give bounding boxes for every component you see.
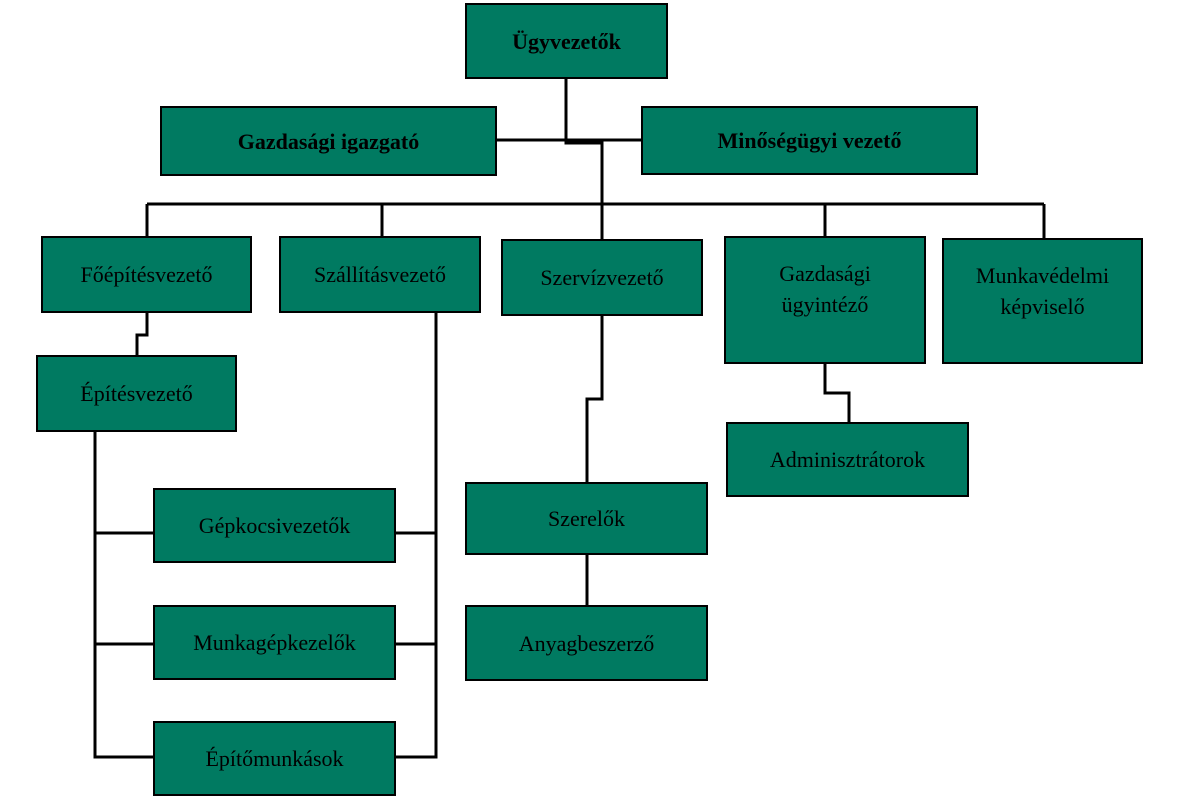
- node-szervizvezeto: Szervízvezető: [501, 239, 703, 316]
- node-foepitesvezeto: Főépítésvezető: [41, 236, 252, 313]
- node-szallitasvezeto: Szállításvezető: [279, 236, 481, 313]
- connector-epitesvezeto-bracket: [93, 431, 154, 759]
- connector-to-szerelok: [585, 315, 604, 483]
- node-adminisztratorok: Adminisztrátorok: [726, 422, 969, 497]
- connector-to-adminisztratorok: [823, 363, 851, 423]
- node-gepkocsivezetok: Gépkocsivezetők: [153, 488, 396, 563]
- node-munkavedelmi-kepviselo: Munkavédelmi képviselő: [942, 238, 1143, 364]
- connector-ceo-down: [564, 78, 604, 204]
- node-munkagepkezelok: Munkagépkezelők: [153, 605, 396, 680]
- connector-szallitasvezeto-bracket: [395, 312, 438, 759]
- node-ugyvezetok: Ügyvezetők: [465, 3, 668, 79]
- node-epitesvezeto: Építésvezető: [36, 355, 237, 432]
- node-anyagbeszerzo: Anyagbeszerző: [465, 605, 708, 681]
- node-gazdasagi-igazgato: Gazdasági igazgató: [160, 106, 497, 176]
- connector-to-epitesvezeto: [135, 312, 149, 356]
- node-gazdasagi-ugyintezo: Gazdasági ügyintéző: [724, 236, 926, 364]
- node-minosegugyi-vezeto: Minőségügyi vezető: [641, 106, 978, 175]
- node-epitomunkasok: Építőmunkások: [153, 721, 396, 796]
- node-szerelok: Szerelők: [465, 482, 708, 555]
